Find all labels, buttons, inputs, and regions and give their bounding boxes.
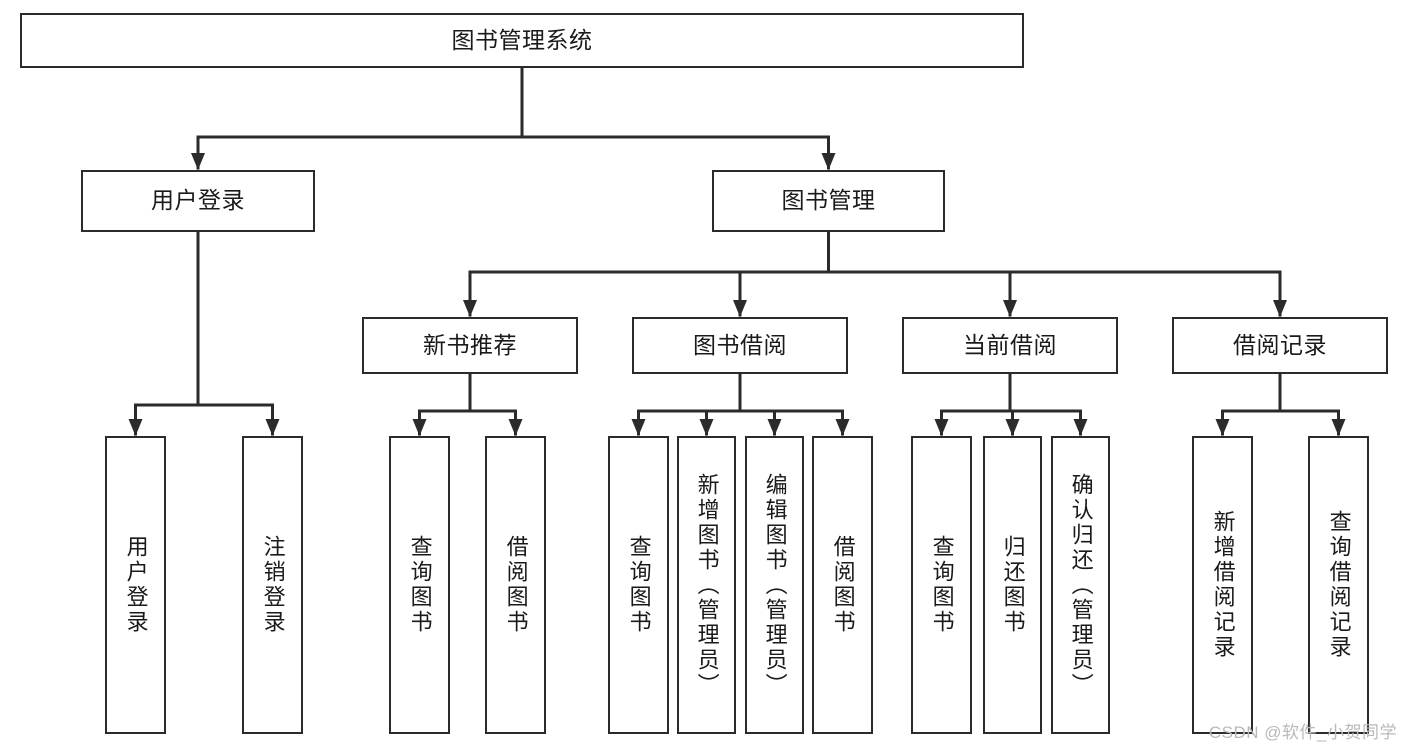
edge-arrowhead xyxy=(1073,419,1088,436)
node-label: 注销登录 xyxy=(260,535,286,635)
node-leaf-add-book-admin[interactable]: 新增图书（管理员） xyxy=(677,436,736,734)
node-leaf-logout-login[interactable]: 注销登录 xyxy=(242,436,303,734)
node-current-borrow[interactable]: 当前借阅 xyxy=(902,317,1118,374)
edge-arrowhead xyxy=(412,419,427,436)
edge-arrowhead xyxy=(835,419,850,436)
node-label: 新增借阅记录 xyxy=(1210,510,1236,660)
node-label: 图书管理系统 xyxy=(451,26,593,53)
node-label: 图书借阅 xyxy=(693,331,787,358)
node-root[interactable]: 图书管理系统 xyxy=(20,13,1024,68)
node-label: 查询图书 xyxy=(407,535,433,635)
node-label: 查询借阅记录 xyxy=(1326,510,1352,660)
node-label: 当前借阅 xyxy=(963,331,1057,358)
node-leaf-query-book-cur[interactable]: 查询图书 xyxy=(911,436,972,734)
node-label: 借阅图书 xyxy=(503,535,529,635)
node-label: 查询图书 xyxy=(929,535,955,635)
node-label: 图书管理 xyxy=(781,187,876,214)
edge-arrowhead xyxy=(934,419,949,436)
node-label: 归还图书 xyxy=(1000,535,1026,635)
node-label: 新书推荐 xyxy=(423,331,517,358)
node-label: 用户登录 xyxy=(123,535,149,635)
node-leaf-user-login[interactable]: 用户登录 xyxy=(105,436,166,734)
node-label: 用户登录 xyxy=(151,187,245,214)
edge-arrowhead xyxy=(1005,419,1020,436)
node-label: 确认归还（管理员） xyxy=(1068,472,1094,698)
node-leaf-query-book-borrow[interactable]: 查询图书 xyxy=(608,436,669,734)
edge-arrowhead xyxy=(463,300,477,317)
edge-arrowhead xyxy=(1003,300,1017,317)
edge-arrowhead xyxy=(265,419,280,436)
node-leaf-confirm-return-admin[interactable]: 确认归还（管理员） xyxy=(1051,436,1110,734)
edge-arrowhead xyxy=(1331,419,1346,436)
edge-arrowhead xyxy=(631,419,646,436)
node-user-login[interactable]: 用户登录 xyxy=(81,170,315,232)
node-leaf-query-borrow-record[interactable]: 查询借阅记录 xyxy=(1308,436,1369,734)
edge-arrowhead xyxy=(1215,419,1230,436)
node-book-borrow[interactable]: 图书借阅 xyxy=(632,317,848,374)
node-book-manage[interactable]: 图书管理 xyxy=(712,170,945,232)
node-borrow-record[interactable]: 借阅记录 xyxy=(1172,317,1388,374)
edge-arrowhead xyxy=(1273,300,1287,317)
node-leaf-return-book[interactable]: 归还图书 xyxy=(983,436,1042,734)
edge-arrowhead xyxy=(821,153,836,170)
node-label: 查询图书 xyxy=(626,535,652,635)
node-label: 新增图书（管理员） xyxy=(694,472,720,698)
node-leaf-borrow-book[interactable]: 借阅图书 xyxy=(812,436,873,734)
edge-arrowhead xyxy=(767,419,782,436)
node-label: 借阅图书 xyxy=(830,535,856,635)
node-leaf-query-book-rec[interactable]: 查询图书 xyxy=(389,436,450,734)
node-leaf-borrow-book-rec[interactable]: 借阅图书 xyxy=(485,436,546,734)
node-leaf-edit-book-admin[interactable]: 编辑图书（管理员） xyxy=(745,436,804,734)
node-label: 编辑图书（管理员） xyxy=(762,472,788,698)
edge-arrowhead xyxy=(191,153,205,170)
watermark-text: CSDN @软件_小贺同学 xyxy=(1208,723,1397,742)
edge-arrowhead xyxy=(128,419,143,436)
edge-arrowhead xyxy=(733,300,747,317)
node-new-book-recommend[interactable]: 新书推荐 xyxy=(362,317,578,374)
node-label: 借阅记录 xyxy=(1233,331,1327,358)
edge-arrowhead xyxy=(508,419,523,436)
node-leaf-add-borrow-record[interactable]: 新增借阅记录 xyxy=(1192,436,1253,734)
edge-arrowhead xyxy=(699,419,714,436)
